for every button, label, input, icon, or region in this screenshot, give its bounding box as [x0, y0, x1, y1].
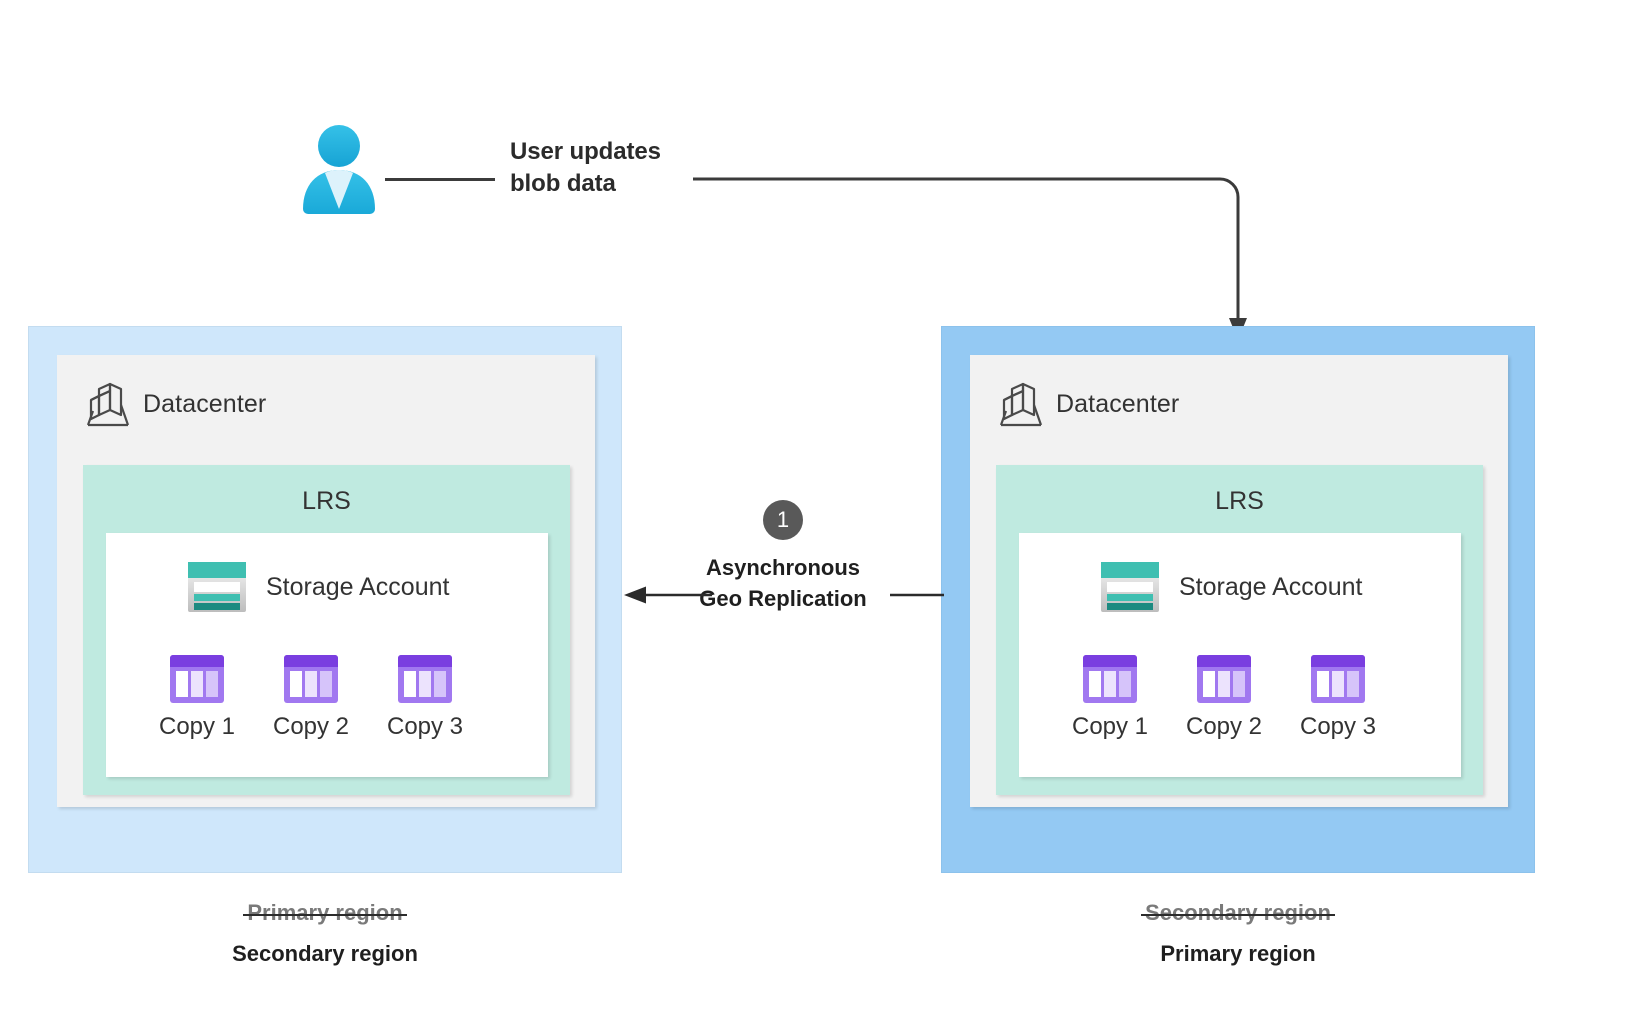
- region-caption-left: Primary region Secondary region: [28, 893, 622, 974]
- copy-icon: [397, 653, 453, 705]
- region-caption-active: Secondary region: [232, 940, 418, 966]
- storage-account-row-left: Storage Account: [186, 561, 449, 613]
- copy-label: Copy 1: [1071, 713, 1149, 740]
- region-caption-struck: Secondary region: [1141, 893, 1335, 934]
- datacenter-label: Datacenter: [1056, 389, 1180, 418]
- lrs-panel-left: LRS: [83, 465, 570, 795]
- lrs-label: LRS: [302, 487, 351, 515]
- geo-replication-group: 1 Asynchronous Geo Replication: [622, 500, 944, 625]
- lrs-label: LRS: [1215, 487, 1264, 515]
- datacenter-header-right: Datacenter: [998, 379, 1179, 429]
- copy-item: Copy 2: [1185, 653, 1263, 741]
- copy-icon: [283, 653, 339, 705]
- step-badge-1: 1: [763, 500, 803, 540]
- copies-row-right: Copy 1: [1071, 653, 1377, 741]
- datacenter-icon: [85, 379, 131, 429]
- copy-item: Copy 2: [272, 653, 350, 741]
- copy-label: Copy 2: [1185, 713, 1263, 740]
- geo-replication-label: Asynchronous Geo Replication: [643, 552, 923, 614]
- copy-item: Copy 3: [1299, 653, 1377, 741]
- copy-icon: [1196, 653, 1252, 705]
- geo-replication-arrow: [622, 584, 944, 606]
- user-action-label: User updates blob data: [510, 136, 740, 200]
- copies-row-left: Copy 1: [158, 653, 464, 741]
- datacenter-panel-right: Datacenter LRS: [970, 355, 1508, 807]
- copy-label: Copy 3: [386, 713, 464, 740]
- user-action-label-line1: User updates: [510, 138, 661, 165]
- copy-icon: [1082, 653, 1138, 705]
- lrs-panel-right: LRS: [996, 465, 1483, 795]
- storage-account-icon: [1099, 561, 1161, 613]
- geo-replication-label-line1: Asynchronous: [705, 555, 861, 580]
- copy-icon: [1310, 653, 1366, 705]
- copy-label: Copy 2: [272, 713, 350, 740]
- region-caption-active: Primary region: [1160, 940, 1316, 966]
- storage-account-icon: [186, 561, 248, 613]
- copy-item: Copy 1: [158, 653, 236, 741]
- region-box-right: Datacenter LRS: [941, 326, 1535, 873]
- copy-label: Copy 3: [1299, 713, 1377, 740]
- region-caption-right: Secondary region Primary region: [941, 893, 1535, 974]
- datacenter-icon: [998, 379, 1044, 429]
- storage-account-label: Storage Account: [1179, 572, 1363, 601]
- storage-account-label: Storage Account: [266, 572, 450, 601]
- copy-label: Copy 1: [158, 713, 236, 740]
- storage-container-right: Storage Account: [1019, 533, 1461, 777]
- storage-account-row-right: Storage Account: [1099, 561, 1362, 613]
- storage-container-left: Storage Account: [106, 533, 548, 777]
- copy-icon: [169, 653, 225, 705]
- copy-item: Copy 1: [1071, 653, 1149, 741]
- region-box-left: Datacenter LRS: [28, 326, 622, 873]
- user-person-icon: [300, 125, 378, 215]
- datacenter-label: Datacenter: [143, 389, 267, 418]
- region-caption-struck: Primary region: [243, 893, 407, 934]
- datacenter-panel-left: Datacenter LRS: [57, 355, 595, 807]
- copy-item: Copy 3: [386, 653, 464, 741]
- user-action-label-line2: blob data: [510, 169, 616, 197]
- user-connector-line: [385, 178, 495, 181]
- geo-replication-label-line2: Geo Replication: [699, 586, 867, 612]
- datacenter-header-left: Datacenter: [85, 379, 266, 429]
